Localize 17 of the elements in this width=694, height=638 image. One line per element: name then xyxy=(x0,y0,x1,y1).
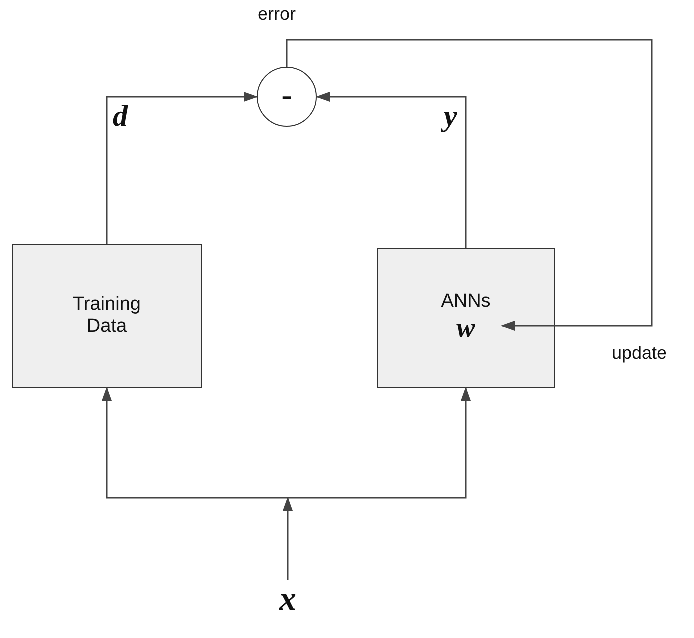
node-caption: error xyxy=(258,4,296,25)
arrow xyxy=(102,387,288,499)
arrow xyxy=(106,92,258,244)
weight-symbol: w xyxy=(456,312,476,346)
summing-circle xyxy=(257,67,317,127)
signal-label: d xyxy=(113,100,128,134)
node-label: ANNs xyxy=(441,290,491,313)
node-label: Training Data xyxy=(72,294,142,338)
process-box xyxy=(377,248,555,388)
arrow xyxy=(316,92,467,248)
arrow xyxy=(286,39,653,331)
variable-label: x xyxy=(280,580,296,620)
edge-label: update xyxy=(612,343,668,364)
node-label: - xyxy=(281,77,293,117)
arrow xyxy=(288,387,471,499)
process-box xyxy=(12,244,202,388)
arrow xyxy=(283,497,293,580)
